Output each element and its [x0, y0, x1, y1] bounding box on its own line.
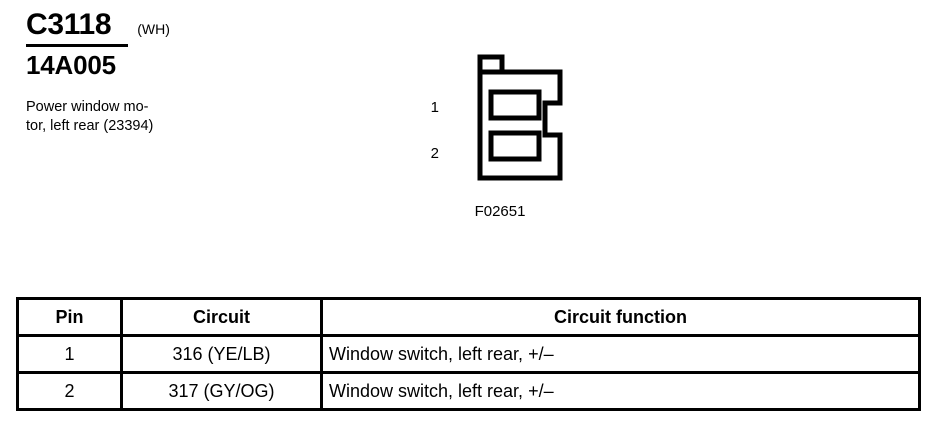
pin-circuit-table: Pin Circuit Circuit function 1 316 (YE/L… [16, 297, 921, 411]
column-header-pin: Pin [16, 297, 123, 337]
cell-pin: 1 [16, 334, 123, 374]
connector-housing-icon [477, 54, 563, 181]
cell-circuit: 317 (GY/OG) [120, 371, 323, 411]
header-divider [26, 44, 128, 47]
component-description: Power window mo- tor, left rear (23394) [26, 99, 154, 134]
table-row: 2 317 (GY/OG) Window switch, left rear, … [16, 371, 921, 411]
cell-circuit-function: Window switch, left rear, +/– [320, 334, 921, 374]
connector-color-code: (WH) [137, 21, 170, 37]
connector-figure-code: F02651 [474, 203, 526, 220]
connector-header: C3118 (WH) 14A005 Power window mo- tor, … [26, 8, 266, 136]
column-header-circuit: Circuit [120, 297, 323, 337]
cell-circuit-function: Window switch, left rear, +/– [320, 371, 921, 411]
table-header-row: Pin Circuit Circuit function [16, 297, 921, 337]
pin-cavity-2 [488, 130, 542, 162]
connector-body-outline [477, 69, 563, 181]
table-row: 1 316 (YE/LB) Window switch, left rear, … [16, 334, 921, 374]
part-number: 14A005 [26, 50, 116, 80]
pin-cavity-1 [488, 89, 542, 121]
cell-circuit: 316 (YE/LB) [120, 334, 323, 374]
pin-label-2: 2 [430, 145, 439, 162]
connector-diagram: 1 2 F02651 [415, 50, 575, 230]
connector-id: C3118 [26, 8, 112, 41]
cell-pin: 2 [16, 371, 123, 411]
pin-label-1: 1 [430, 99, 439, 116]
connector-id-row: C3118 (WH) [26, 8, 266, 42]
column-header-circuit-function: Circuit function [320, 297, 921, 337]
